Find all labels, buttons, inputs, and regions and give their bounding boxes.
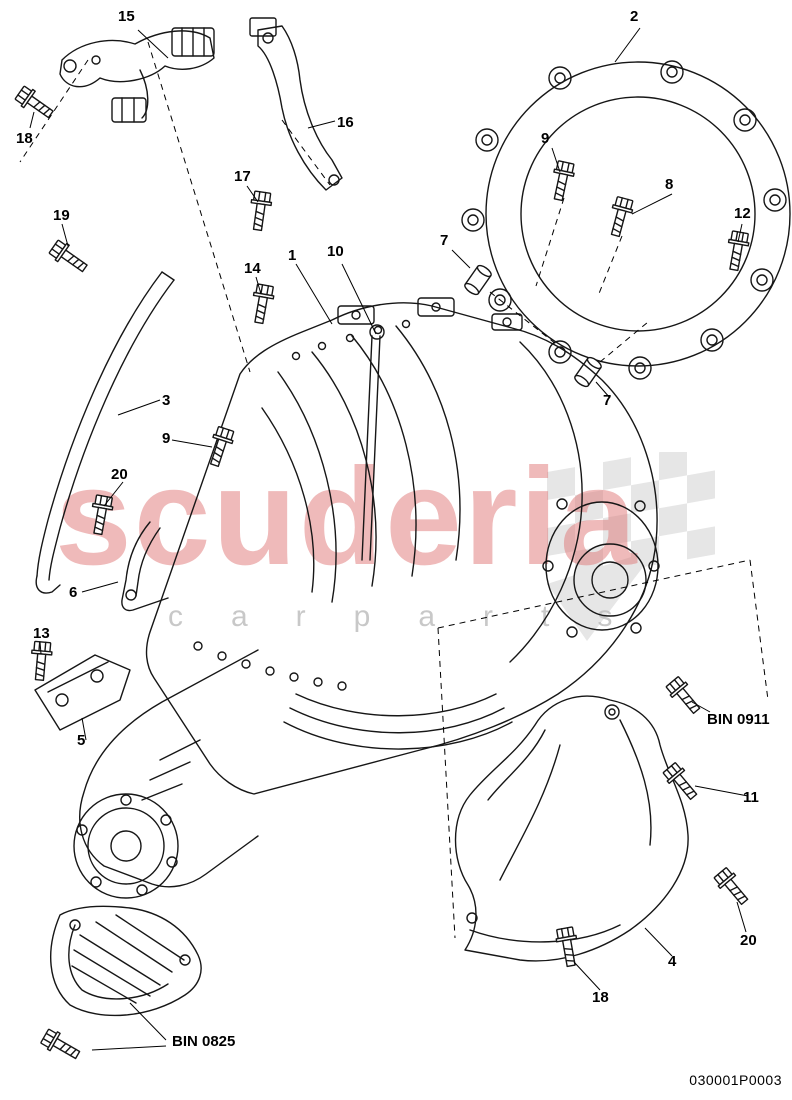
callout-15: 15 [118,8,135,25]
callout-10: 10 [327,243,344,260]
drawing-number: 030001P0003 [689,1072,782,1088]
callout-bin-0825: BIN 0825 [172,1033,236,1050]
leader-lines [29,27,749,1051]
callout-8: 8 [665,176,674,193]
callout-14: 14 [244,260,261,277]
bracket-part-6 [121,521,169,612]
callout-13: 13 [33,625,50,642]
callout-19: 19 [53,207,70,224]
callout-20-right: 20 [740,932,757,949]
callout-7-lower: 7 [603,392,612,409]
checkered-flag-watermark [547,452,715,641]
transmission-body [73,297,660,899]
bracket-part-5 [34,654,131,731]
callout-3: 3 [162,392,171,409]
bolts [13,83,753,1065]
callout-17: 17 [234,168,251,185]
gasket-part-2 [461,60,791,380]
strap-part-3 [35,271,175,594]
callout-11: 11 [743,789,759,806]
callout-18-top: 18 [16,130,33,147]
bracket-part-16 [249,17,343,191]
watermark-title: scuderia [55,440,639,594]
callout-4: 4 [668,953,677,970]
callout-1: 1 [288,247,297,264]
callout-5: 5 [77,732,86,749]
bracket-part-15 [59,27,215,123]
callout-20-left: 20 [111,466,128,483]
callout-12: 12 [734,205,751,222]
callout-bin-0911: BIN 0911 [707,711,770,728]
watermark-subtitle: carparts [168,600,661,633]
finned-shield-bin-0825 [50,905,202,1017]
callout-7-upper: 7 [440,232,449,249]
callout-2: 2 [630,8,639,25]
callout-9-left: 9 [162,430,171,447]
callout-18-bottom: 18 [592,989,609,1006]
dashed-guides [19,41,769,939]
heat-shield-part-4 [454,695,689,962]
callout-16: 16 [337,114,354,131]
callout-6: 6 [69,584,78,601]
callout-9-top: 9 [541,130,550,147]
